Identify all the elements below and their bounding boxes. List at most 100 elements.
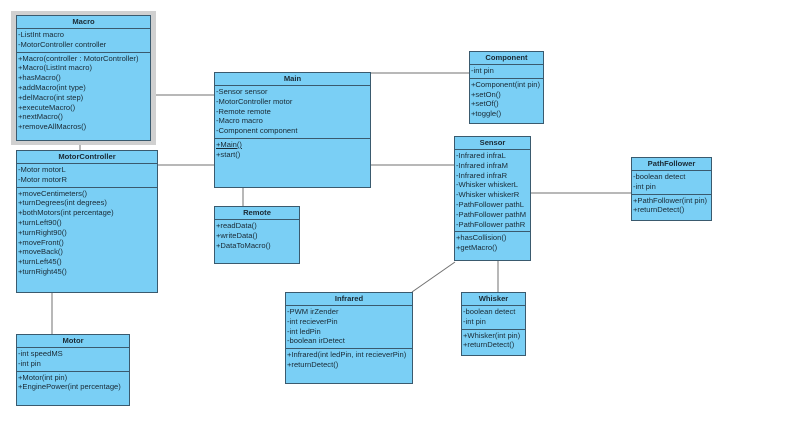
class-remote[interactable]: Remote+readData()+writeData()+DataToMacr… [214, 206, 300, 264]
attribute: -Whisker whiskerR [456, 190, 520, 200]
class-name: Sensor [455, 137, 530, 150]
operation: +setOf() [471, 99, 499, 109]
operation: +turnLeft45() [18, 257, 62, 267]
attribute: -PathFollower pathR [456, 219, 526, 229]
attributes-section: -boolean detect-int pin [462, 306, 525, 330]
class-name: Macro [17, 16, 150, 29]
operation: +toggle() [471, 109, 502, 119]
attribute: -Whisker whiskerL [456, 180, 519, 190]
operations-section: +readData()+writeData()+DataToMacro() [215, 220, 299, 252]
class-main[interactable]: Main-Sensor sensor-MotorController motor… [214, 72, 371, 188]
attributes-section: -Sensor sensor-MotorController motor-Rem… [215, 86, 370, 139]
operation: +moveFront() [18, 237, 64, 247]
class-name: PathFollower [632, 158, 711, 171]
operation: +removeAllMacros() [18, 122, 87, 132]
class-whisker[interactable]: Whisker-boolean detect-int pin+Whisker(i… [461, 292, 526, 356]
operation: +setOn() [471, 89, 501, 99]
operation: +getMacro() [456, 243, 498, 253]
class-sensor[interactable]: Sensor-Infrared infraL-Infrared infraM-I… [454, 136, 531, 261]
operation: +hasMacro() [18, 73, 61, 83]
operation: +turnLeft90() [18, 217, 62, 227]
attribute: -PathFollower pathL [456, 199, 524, 209]
operation: +delMacro(int step) [18, 92, 84, 102]
class-component[interactable]: Component-int pin +Component(int pin)+set… [469, 51, 544, 124]
operation: +nextMacro() [18, 112, 63, 122]
attribute: -Infrared infraM [456, 160, 508, 170]
class-name: Main [215, 73, 370, 86]
attribute: -Macro macro [216, 116, 263, 126]
operation: +moveCentimeters() [18, 188, 87, 198]
attribute: -int recieverPin [287, 316, 338, 326]
operation: +PathFollower(int pin) [633, 195, 708, 205]
class-name: Infrared [286, 293, 412, 306]
attributes-section: -PWM irZender-int recieverPin-int ledPin… [286, 306, 412, 350]
attribute: -boolean irDetect [287, 336, 345, 346]
class-name: Remote [215, 207, 299, 220]
operations-section: +Main()+start() [215, 139, 370, 162]
operation: +returnDetect() [463, 340, 515, 350]
attribute: -Infrared infraL [456, 151, 506, 160]
operations-section: +hasCollision()+getMacro() [455, 232, 530, 255]
operation: +addMacro(int type) [18, 82, 86, 92]
attribute: -int pin [18, 358, 41, 368]
operations-section: +Whisker(int pin)+returnDetect() [462, 330, 525, 353]
attribute: -Motor motorL [18, 165, 66, 174]
class-infrared[interactable]: Infrared-PWM irZender-int recieverPin-in… [285, 292, 413, 384]
class-name: Component [470, 52, 543, 65]
attribute: -MotorController controller [18, 39, 107, 49]
operation: +Infrared(int ledPin, int recieverPin) [287, 350, 407, 360]
attribute: -int speedMS [18, 349, 63, 358]
operation: +executeMacro() [18, 102, 76, 112]
attributes-section: -int pin [470, 65, 543, 79]
class-name: Whisker [462, 293, 525, 306]
class-name: MotorController [17, 151, 157, 164]
operations-section: +moveCentimeters()+turnDegrees(int degre… [17, 188, 157, 279]
class-pathfollower[interactable]: PathFollower-boolean detect-int pin+Path… [631, 157, 712, 221]
attributes-section: -int speedMS-int pin [17, 348, 129, 372]
operations-section: +Component(int pin)+setOn()+setOf()+togg… [470, 79, 543, 121]
attribute: -int pin [471, 66, 494, 75]
attribute: -Sensor sensor [216, 87, 268, 96]
attribute: -boolean detect [633, 172, 686, 181]
attributes-section: -Motor motorL-Motor motorR [17, 164, 157, 188]
operations-section: +PathFollower(int pin)+returnDetect() [632, 195, 711, 218]
operations-section: +Macro(controller : MotorController)+Mac… [17, 53, 150, 134]
attributes-section: -Infrared infraL-Infrared infraM-Infrare… [455, 150, 530, 233]
operations-section: +Motor(int pin)+EnginePower(int percenta… [17, 372, 129, 395]
operation: +turnRight90() [18, 227, 67, 237]
operation: +Motor(int pin) [18, 372, 68, 382]
operation: +bothMotors(int percentage) [18, 208, 114, 218]
attribute: -Motor motorR [18, 174, 67, 184]
operation: +writeData() [216, 230, 258, 240]
attribute: -ListInt macro [18, 30, 64, 39]
class-motor[interactable]: Motor-int speedMS-int pin+Motor(int pin)… [16, 334, 130, 406]
operation: +returnDetect() [633, 205, 685, 215]
attribute: -Remote remote [216, 106, 271, 116]
operation: +hasCollision() [456, 233, 507, 243]
attributes-section: -boolean detect-int pin [632, 171, 711, 195]
class-motorcontroller[interactable]: MotorController-Motor motorL-Motor motor… [16, 150, 158, 293]
attribute: -boolean detect [463, 307, 516, 316]
operation: +readData() [216, 221, 257, 230]
attribute: -PathFollower pathM [456, 209, 527, 219]
class-name: Motor [17, 335, 129, 348]
attribute: -int ledPin [287, 326, 321, 336]
attribute: -int pin [463, 316, 486, 326]
operation: +EnginePower(int percentage) [18, 382, 121, 392]
attribute: -Infrared infraR [456, 170, 508, 180]
operation: +Whisker(int pin) [463, 330, 521, 340]
attribute: -Component component [216, 126, 298, 136]
assoc-sensor-infrared [411, 261, 456, 293]
operation: +turnRight45() [18, 266, 67, 276]
operation: +returnDetect() [287, 359, 339, 369]
operation: +Macro(controller : MotorController) [18, 53, 139, 63]
operation: +moveBack() [18, 247, 63, 257]
operation: +Main() [216, 139, 242, 149]
operation: +DataToMacro() [216, 240, 271, 250]
operation: +turnDegrees(int degrees) [18, 198, 107, 208]
class-macro[interactable]: Macro-ListInt macro-MotorController cont… [16, 15, 151, 141]
operations-section: +Infrared(int ledPin, int recieverPin)+r… [286, 349, 412, 372]
operation: +Macro(ListInt macro) [18, 63, 93, 73]
attributes-section: -ListInt macro-MotorController controlle… [17, 29, 150, 53]
